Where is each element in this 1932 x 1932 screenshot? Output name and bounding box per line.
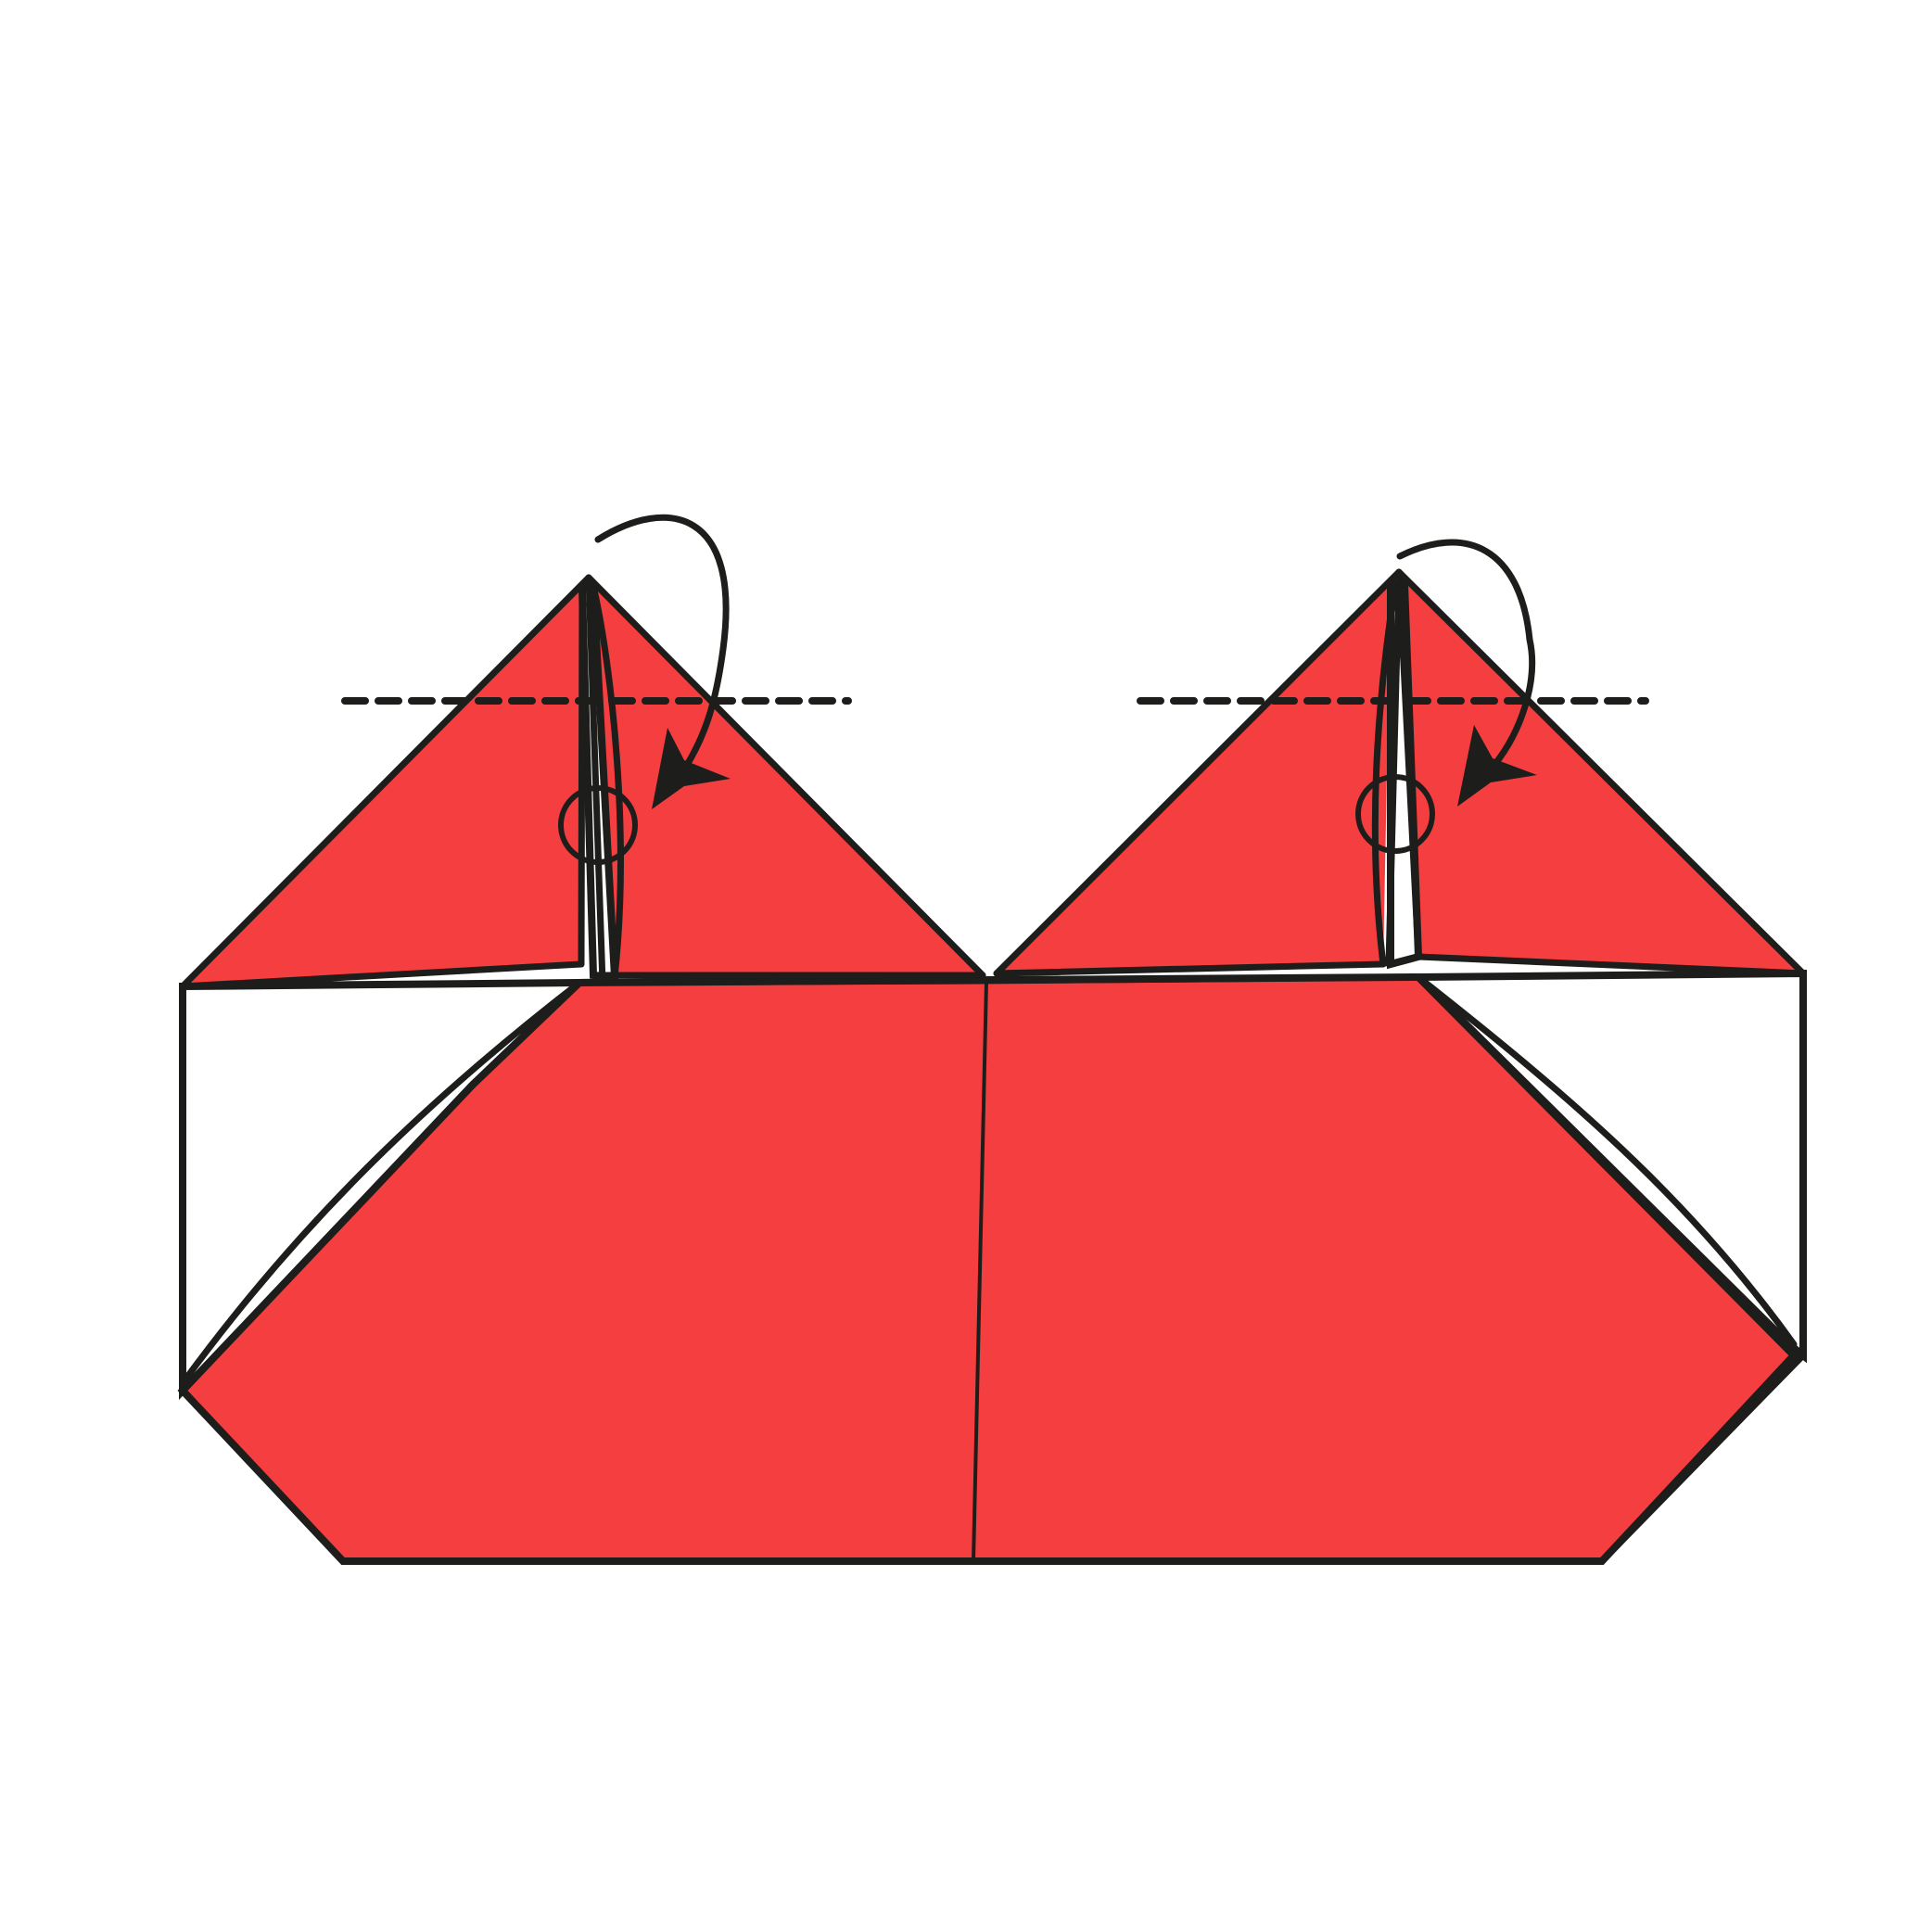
left-arrowhead [652,728,731,809]
head-inner-right-edge [1415,973,1798,1359]
head-inner-left-edge [179,979,583,1394]
right-pivot-circle-icon [1355,774,1435,854]
left-pivot-circle-icon [558,785,638,865]
center-crease [972,979,988,1563]
left-fold-arrow-icon [594,514,730,773]
left-ear-inner-edges [578,574,624,986]
fold-symbols [341,514,1649,865]
ear-base-line [179,953,1807,990]
outlines [179,568,1807,1565]
right-curved-edge [1415,973,1798,1348]
left-curved-edge [179,979,583,1387]
right-ear-inner-edges [1371,568,1422,968]
right-fold-arrow-icon [1396,539,1536,769]
body-top-line [576,973,1422,986]
right-arrowhead [1457,725,1537,807]
